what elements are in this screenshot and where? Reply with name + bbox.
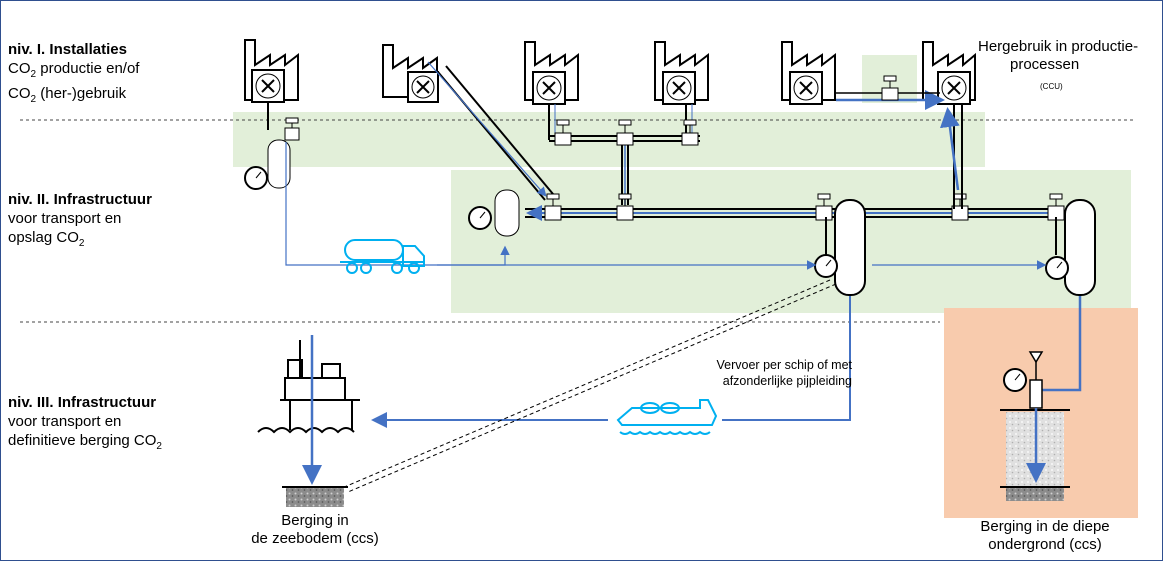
reuse-label: Hergebruik in productie- processen [978,38,1139,73]
level-1-line1: CO2 productie en/of [8,60,140,80]
level-2-label: niv. II. Infrastructuur voor transport e… [8,190,152,253]
fan-icon [532,71,566,105]
storage-layer-icon [1006,487,1064,501]
wellhead-icon [1028,351,1044,409]
platform-icon [257,340,360,434]
tank-icon [494,189,520,237]
level-2-line2: opslag CO2 [8,229,85,249]
truck-icon [340,239,425,274]
tank-icon [834,199,866,296]
gauge-icon [244,166,268,190]
level-2-line1: voor transport en [8,210,122,227]
valve-icon [616,119,634,146]
level-1-line2: CO2 (her-)gebruik [8,85,127,105]
tank-icon [1064,199,1096,296]
valve-icon [544,193,562,221]
valve-icon [616,193,634,221]
transport-note: Vervoer per schip of met afzonderlijke p… [716,358,852,388]
valve-icon [881,75,899,101]
fan-icon [789,71,823,105]
deep-underground-label: Berging in de diepe ondergrond (ccs) [980,518,1110,553]
fan-icon [662,71,696,105]
valve-icon [1047,193,1065,221]
level-3-line2: definitieve berging CO2 [8,432,162,452]
level-3-line1: voor transport en [8,413,122,430]
storage-layer-icon [286,487,344,507]
seabed-label: Berging in de zeebodem (ccs) [251,512,379,547]
valve-icon [681,119,699,146]
valve-icon [554,119,572,146]
green-zone-level2 [451,170,1131,313]
green-zone-level1 [233,112,985,167]
reuse-abbr: (CCU) [1040,82,1063,91]
valve-icon [284,127,300,141]
level-3-title: niv. III. Infrastructuur [8,394,157,411]
level-1-label: niv. I. Installaties CO2 productie en/of… [8,40,139,109]
level-1-title: niv. I. Installaties [8,41,127,58]
tank-icon [267,139,291,189]
fan-icon [937,71,971,105]
level-2-title: niv. II. Infrastructuur [8,191,152,208]
fan-icon [407,71,439,103]
ship-icon [616,399,718,435]
valve-icon [815,193,833,221]
fan-icon [251,69,285,103]
level-3-label: niv. III. Infrastructuur voor transport … [8,393,162,456]
